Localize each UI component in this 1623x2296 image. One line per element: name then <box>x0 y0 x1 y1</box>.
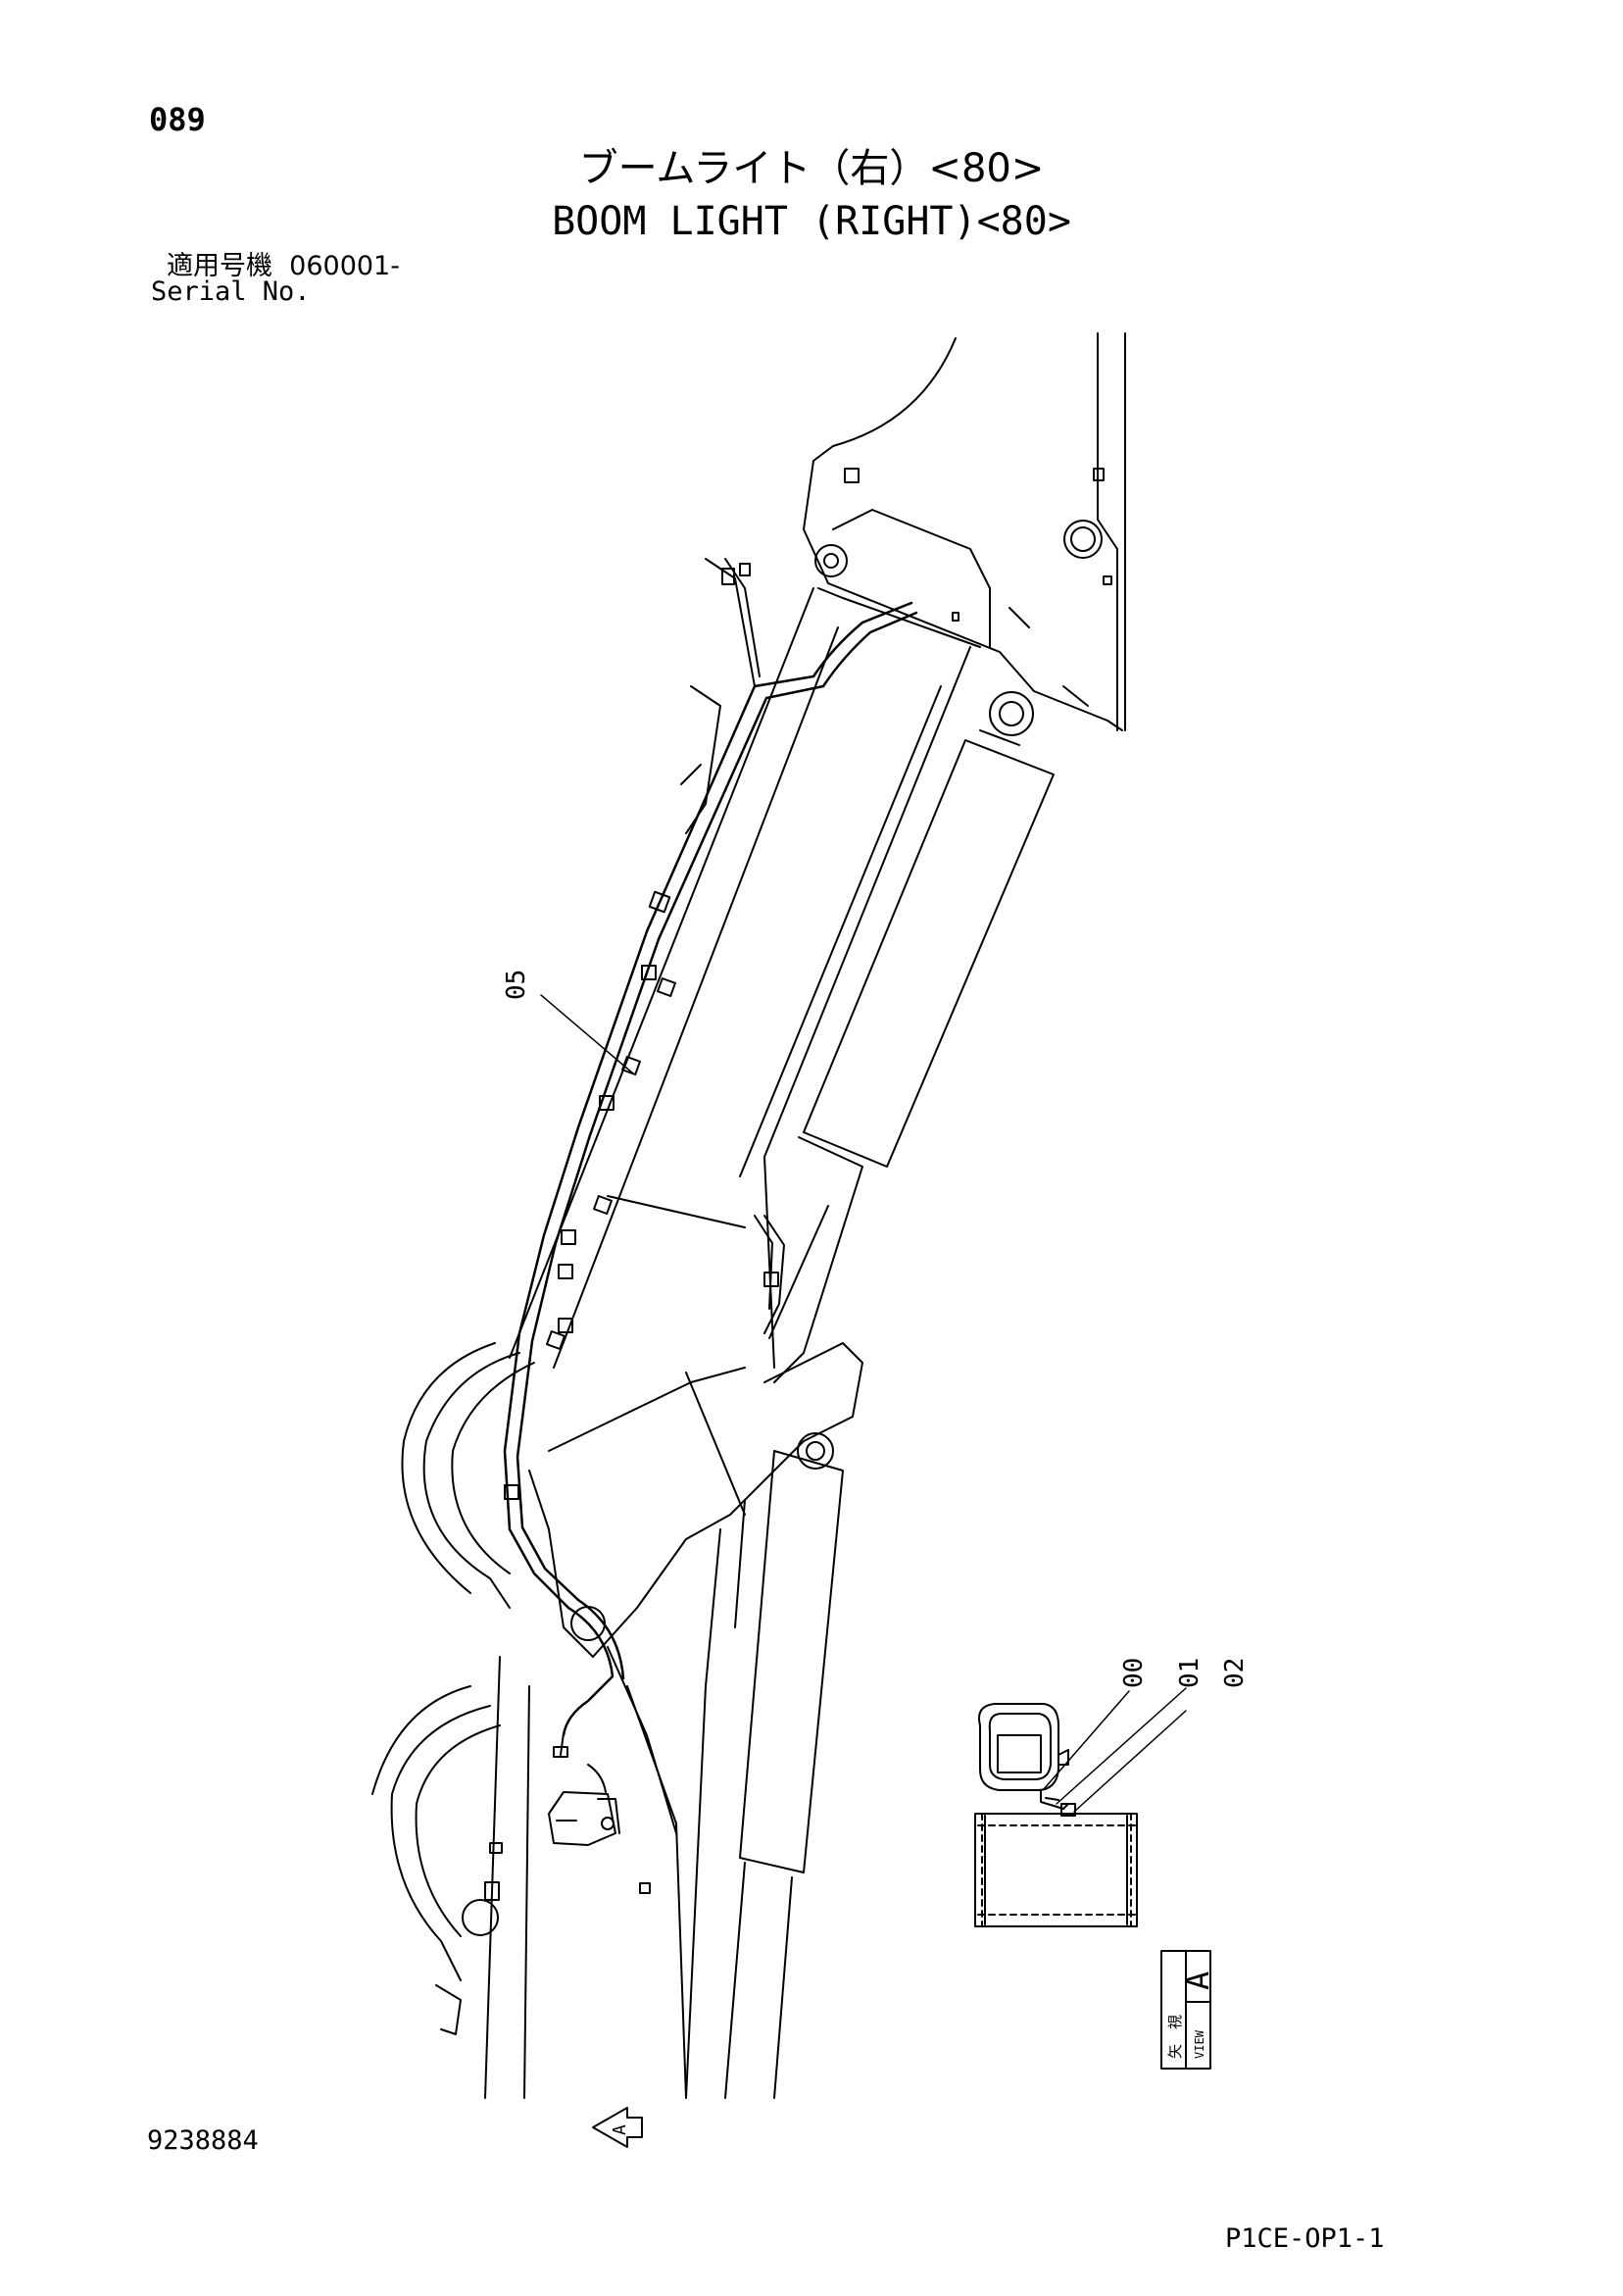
harness-clamps <box>504 563 779 1500</box>
page-title-english: BOOM LIGHT (RIGHT)<80> <box>552 199 1071 244</box>
boom-cylinder <box>768 729 1055 1383</box>
view-arrow <box>592 2107 643 2148</box>
serial-label-english: Serial No. <box>151 276 311 307</box>
callout-leader-05 <box>540 994 634 1074</box>
view-a-label-box <box>1160 1950 1211 2070</box>
callout-05: 05 <box>502 970 531 1000</box>
callout-02: 02 <box>1220 1658 1250 1688</box>
boom-light-installed <box>548 1732 620 1846</box>
lower-cylinder <box>484 1450 844 2099</box>
view-label-en: VIEW <box>1193 2029 1206 2059</box>
view-label-ja-2: 視 <box>1166 2015 1184 2029</box>
callout-00: 00 <box>1119 1658 1149 1688</box>
page-code: P1CE-OP1-1 <box>1225 2223 1385 2254</box>
serial-range-japanese: 適用号機 060001- <box>167 251 400 281</box>
view-letter: A <box>1179 1972 1216 1990</box>
view-label-ja-1: 矢 <box>1166 2044 1184 2059</box>
view-arrow-letter: A <box>610 2124 630 2135</box>
arm-bracket <box>803 332 1126 736</box>
page-number: 089 <box>149 101 206 138</box>
drawing-number: 9238884 <box>147 2125 259 2156</box>
hydraulic-hoses <box>371 558 785 2035</box>
callout-01: 01 <box>1175 1658 1205 1688</box>
page-title-japanese: ブームライト（右）<80> <box>578 146 1045 191</box>
boom-body <box>509 587 971 1658</box>
detail-view-a <box>974 1687 1187 1927</box>
light-harness <box>503 601 918 1737</box>
